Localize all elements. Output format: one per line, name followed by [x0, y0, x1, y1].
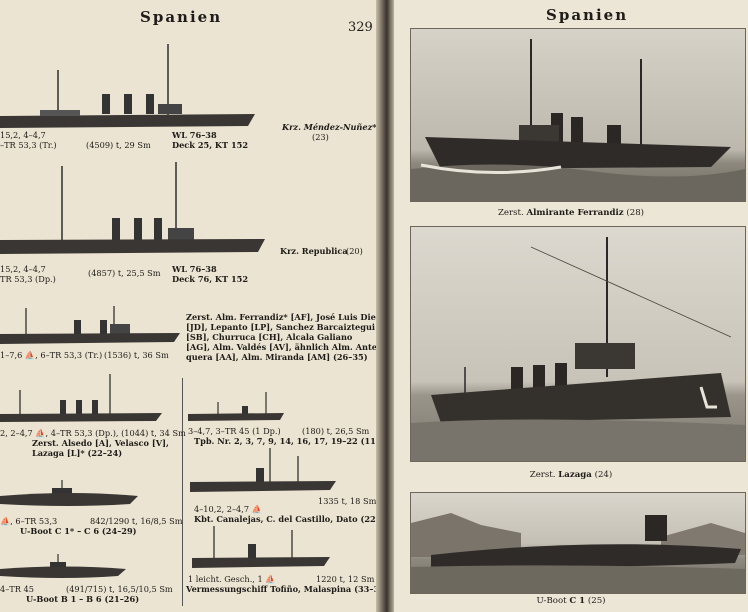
page-header: Spanien	[140, 8, 223, 26]
s7-ship-names: Kbt. Canalejas, C. del Castillo, Dato (2…	[194, 514, 376, 524]
s5-ship-names: Tpb. Nr. 2, 3, 7, 9, 14, 16, 17, 19–22 (…	[194, 436, 376, 446]
s9-armament: 1 leicht. Gesch., 1 ⛵	[188, 574, 276, 584]
caption-year: (25)	[587, 596, 606, 606]
book-gutter	[376, 0, 394, 612]
s5-armament: 3–4,7, 3–TR 45 (1 Dp.)	[188, 426, 281, 436]
caption-uboot: U-Boot C 1 (25)	[394, 596, 748, 606]
caption-name: Almirante Ferrandiz	[526, 208, 624, 218]
s3-names-line5: quera [AA], Alm. Miranda [AM] (26–35)	[186, 352, 368, 362]
s2-waterline-armor: WL 76–38	[172, 264, 217, 274]
cruiser-republica-drawing	[0, 162, 265, 254]
s6-tonnage: 842/1290 t, 16/8,5 Sm	[90, 516, 183, 526]
caption-prefix: Zerst.	[529, 470, 556, 480]
s2-deck-armor: Deck 76, KT 152	[172, 274, 249, 284]
destroyer-ferrandiz-photo-drawing	[411, 39, 745, 201]
s3-tonnage: (1536) t, 36 Sm	[104, 350, 169, 360]
s8-armament: 4–TR 45	[0, 584, 34, 594]
torpedo-boat-drawing	[188, 392, 284, 421]
s4-armament: 2, 2–4,7 ⛵, 4–TR 53,3 (Dp.), (1044) t, 3…	[0, 428, 186, 438]
s1-armament: 15,2, 4–4,7	[0, 130, 46, 140]
destroyer-ferrandiz-drawing	[0, 306, 180, 344]
s1-torpedo: –TR 53,3 (Tr.)	[0, 140, 57, 150]
caption-prefix: U-Boot	[536, 596, 567, 606]
caption-year: (28)	[626, 208, 645, 218]
s7-tonnage: 1335 t, 18 Sm	[318, 496, 376, 506]
s4-names-line1: Zerst. Alsedo [A], Velasco [V],	[32, 438, 169, 448]
destroyer-lazaga-photo-drawing	[411, 237, 745, 461]
s6-ship-names: U-Boot C 1* – C 6 (24–29)	[20, 526, 137, 536]
s2-torpedo: TR 53,3 (Dp.)	[0, 274, 56, 284]
photo-uboot-c1	[410, 492, 746, 594]
s3-names-line4: [AG], Alm. Valdés [AV], ähnlich Alm. Ant…	[186, 342, 376, 352]
column-divider	[182, 378, 183, 606]
submarine-c-class-drawing	[0, 480, 138, 506]
left-page: Spanien 329 15,2, 4–4,7 –TR 53,3 (Tr.) (…	[0, 0, 376, 612]
s3-names-line1: Zerst. Alm. Ferrandiz* [AF], José Luis D…	[186, 312, 376, 322]
s1-deck-armor: Deck 25, KT 152	[172, 140, 249, 150]
s2-armament: 15,2, 4–4,7	[0, 264, 46, 274]
s3-names-line2: [JD], Lepanto [LP], Sanchez Barcaiztegui	[186, 322, 376, 332]
destroyer-alsedo-drawing	[0, 374, 162, 422]
s5-tonnage: (180) t, 26,5 Sm	[302, 426, 370, 436]
survey-ship-drawing	[192, 526, 330, 568]
s7-armament: 4–10,2, 2–4,7 ⛵	[194, 504, 262, 514]
caption-prefix: Zerst.	[497, 208, 524, 218]
caption-name: Lazaga	[558, 470, 592, 480]
s6-armament: ⛵, 6–TR 53,3	[0, 516, 58, 526]
submarine-b-class-drawing	[0, 554, 126, 578]
s8-tonnage: (491/715) t, 16,5/10,5 Sm	[66, 584, 173, 594]
s3-armament: 1–7,6 ⛵, 6–TR 53,3 (Tr.)	[0, 350, 103, 360]
caption-year: (24)	[594, 470, 613, 480]
photo-lazaga	[410, 226, 746, 462]
s9-tonnage: 1220 t, 12 Sm	[316, 574, 375, 584]
s2-tonnage: (4857) t, 25,5 Sm	[88, 268, 161, 278]
s2-year: (20)	[346, 246, 363, 256]
s4-names-line2: Lazaga [L]* (22–24)	[32, 448, 123, 458]
page-header-right: Spanien	[546, 6, 629, 24]
right-page: Spanien Zerst. Almirante Ferrandiz (28)	[394, 0, 748, 612]
page-number: 329	[348, 20, 373, 35]
s1-waterline-armor: WL 76–38	[172, 130, 217, 140]
caption-name: C 1	[569, 596, 586, 606]
cruiser-mendez-nunez-drawing	[0, 44, 255, 128]
s3-names-line3: [SB], Churruca [CH], Alcala Galiano	[186, 332, 353, 342]
caption-lazaga: Zerst. Lazaga (24)	[394, 470, 748, 480]
photo-almirante-ferrandiz	[410, 28, 746, 202]
caption-ferrandiz: Zerst. Almirante Ferrandiz (28)	[394, 208, 748, 218]
s9-ship-names: Vermessungschiff Tofiño, Malaspina (33–3…	[186, 584, 376, 594]
s8-ship-names: U-Boot B 1 – B 6 (21–26)	[26, 594, 140, 604]
submarine-c1-photo-drawing	[411, 513, 745, 593]
s1-year: (23)	[312, 132, 329, 142]
s1-ship-name: Krz. Méndez-Nuñez*	[282, 122, 376, 132]
gunboat-canalejas-drawing	[190, 448, 336, 492]
s1-tonnage: (4509) t, 29 Sm	[86, 140, 151, 150]
s2-ship-name: Krz. Republica	[280, 246, 348, 256]
